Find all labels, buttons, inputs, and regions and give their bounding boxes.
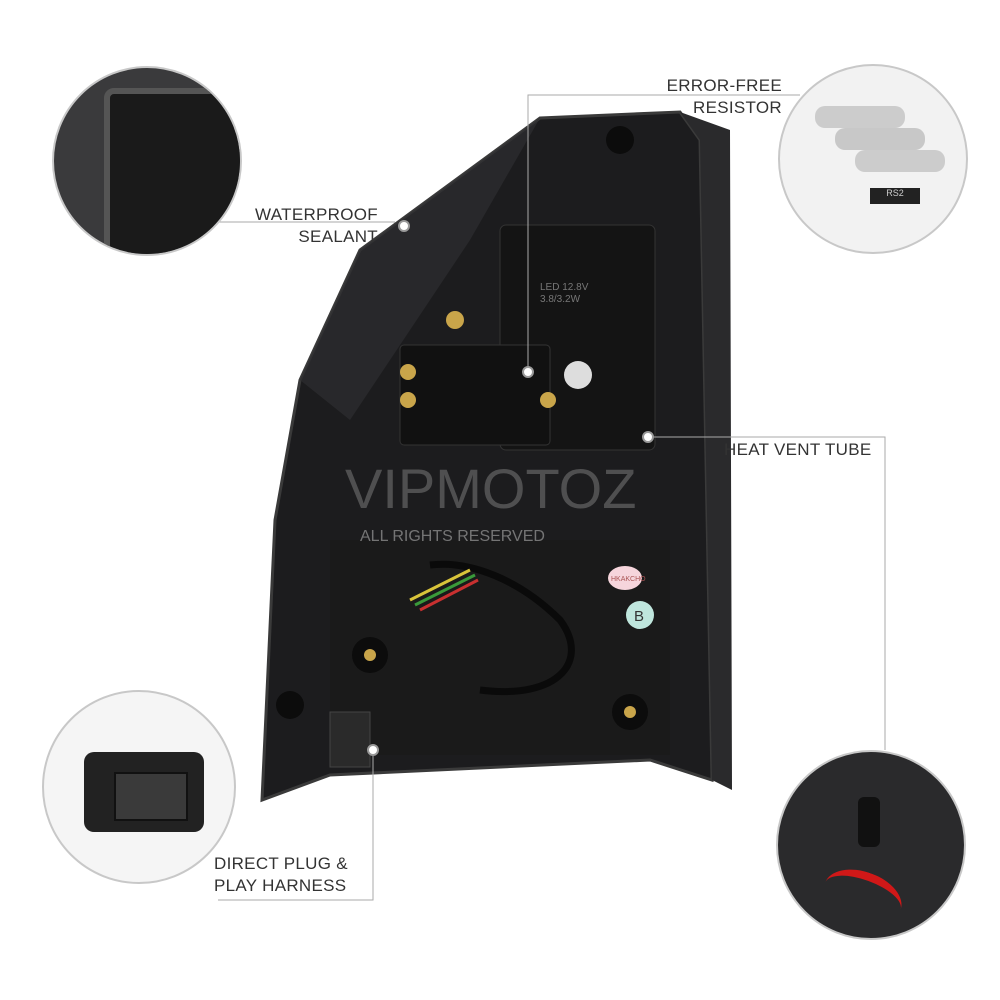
heat-vent-line1: HEAT VENT TUBE (724, 440, 872, 459)
harness-label: DIRECT PLUG & PLAY HARNESS (214, 853, 348, 897)
watermark-rights: ALL RIGHTS RESERVED (360, 528, 545, 545)
module-text-2: 3.8/3.2W (540, 294, 581, 305)
resistor-chip-label: RS2 (870, 188, 920, 204)
waterproof-detail-circle (52, 66, 242, 256)
heat-vent-detail-circle (776, 750, 966, 940)
harness-detail-circle (42, 690, 236, 884)
module-text-1: LED 12.8V (540, 282, 589, 293)
resistor-line2: RESISTOR (693, 98, 782, 117)
harness-line1: DIRECT PLUG & (214, 854, 348, 873)
waterproof-marker (398, 220, 410, 232)
resistor-marker (522, 366, 534, 378)
harness-line2: PLAY HARNESS (214, 876, 347, 895)
badge-pink: HKAKCHO (611, 576, 646, 583)
waterproof-line1: WATERPROOF (255, 205, 378, 224)
resistor-label: ERROR-FREE RESISTOR (640, 75, 782, 119)
harness-marker (367, 744, 379, 756)
badge-b: B (634, 608, 644, 625)
waterproof-label: WATERPROOF SEALANT (248, 204, 378, 248)
heat-vent-marker (642, 431, 654, 443)
harness-plug (329, 711, 371, 768)
waterproof-line2: SEALANT (298, 227, 378, 246)
watermark-brand: VIPMOTOZ (345, 457, 636, 520)
resistor-detail-circle: RS2 (778, 64, 968, 254)
heat-vent-label: HEAT VENT TUBE (724, 439, 871, 461)
resistor-line1: ERROR-FREE (666, 76, 782, 95)
